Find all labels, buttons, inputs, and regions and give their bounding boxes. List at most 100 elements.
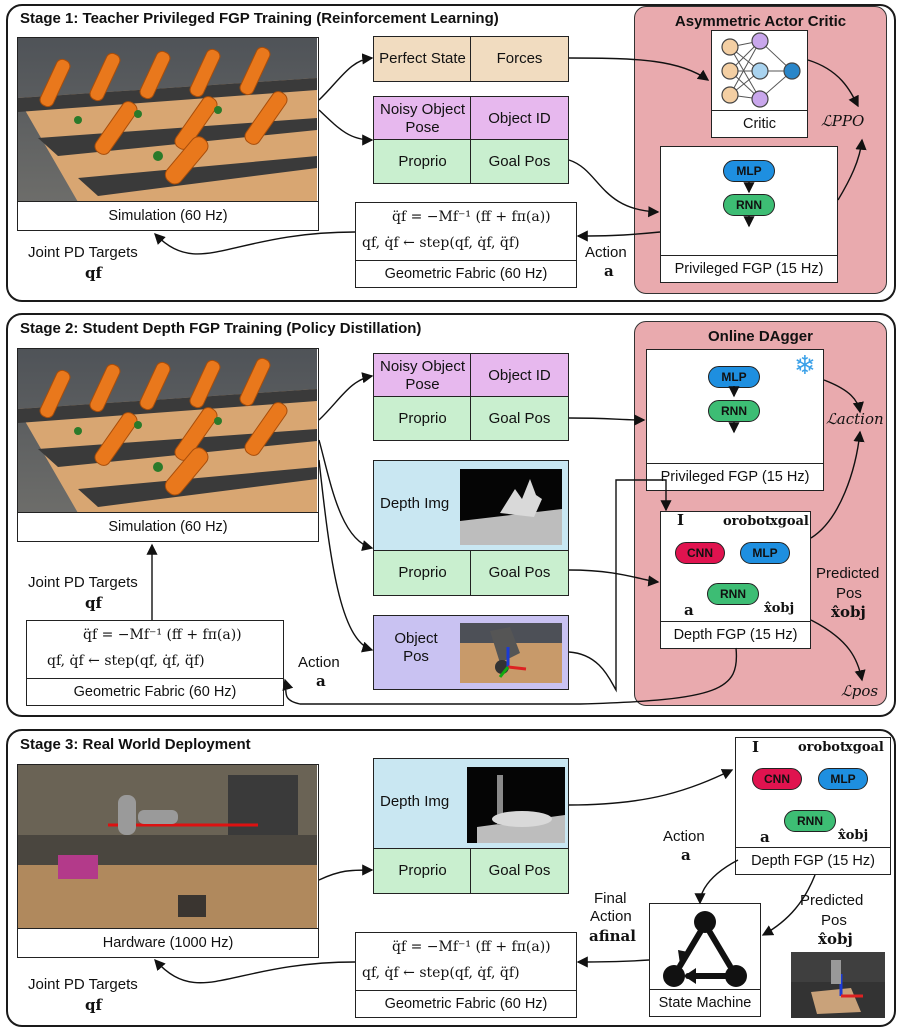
fabric-equation-2: qf, q̇f ← step(qf, q̇f, q̈f) [362, 965, 520, 981]
pos-loss: ℒpos [841, 682, 878, 700]
predicted-pos-thumbnail [791, 952, 885, 1018]
predicted-symbol: x̂obj [831, 603, 866, 621]
privileged-fgp-caption: Privileged FGP (15 Hz) [661, 255, 837, 282]
state-machine-caption: State Machine [650, 989, 760, 1016]
object-id-cell: Object ID [470, 96, 569, 141]
fabric-equation-1: q̈f = −Mf⁻¹ (ff + fπ(a)) [83, 627, 242, 643]
final-action-label: Action [590, 908, 632, 925]
joint-pd-label: Joint PD Targets [28, 976, 138, 993]
geometric-fabric-box: q̈f = −Mf⁻¹ (ff + fπ(a)) qf, q̇f ← step(… [26, 620, 284, 706]
proprio-cell: Proprio [373, 396, 472, 441]
mlp-node: MLP [818, 768, 868, 790]
hardware-caption: Hardware (1000 Hz) [18, 928, 318, 957]
predicted-symbol: x̂obj [818, 930, 853, 948]
pos-label: Pos [836, 585, 862, 602]
pos-label: Pos [821, 912, 847, 929]
action-loss: ℒaction [826, 410, 884, 428]
simulation-render [18, 349, 317, 513]
goal-pos-cell-2: Goal Pos [470, 550, 569, 596]
neural-network-icon [721, 32, 801, 108]
goal-symbol: xgoal [845, 740, 884, 755]
joint-pd-label: Joint PD Targets [28, 574, 138, 591]
object-pos-thumbnail [460, 623, 562, 683]
goal-pos-cell: Goal Pos [470, 139, 569, 184]
simulation-caption: Simulation (60 Hz) [18, 201, 318, 230]
object-id-cell: Object ID [470, 353, 569, 398]
cnn-node: CNN [752, 768, 802, 790]
joint-pd-symbol: qf [85, 996, 102, 1014]
geometric-fabric-box: q̈f = −Mf⁻¹ (ff + fπ(a)) qf, q̇f ← step(… [355, 202, 577, 288]
depth-fgp-box: Depth FGP (15 Hz) [660, 511, 811, 649]
predicted-label: Predicted [800, 892, 864, 909]
object-pos-box: Object Pos [373, 615, 569, 690]
stage-1-simulation-panel: Simulation (60 Hz) [17, 37, 319, 231]
object-pos-text: Object Pos [394, 630, 438, 665]
privileged-fgp-caption: Privileged FGP (15 Hz) [647, 463, 823, 490]
image-input-symbol: I [752, 738, 760, 756]
joint-pd-label: Joint PD Targets [28, 244, 138, 261]
action-output-symbol: a [760, 828, 770, 846]
ppo-loss: ℒPPO [821, 112, 864, 130]
action-symbol: a [681, 846, 691, 864]
stage-3-title: Stage 3: Real World Deployment [20, 736, 251, 753]
final-action-symbol: afinal [589, 927, 636, 945]
fabric-equation-1: q̈f = −Mf⁻¹ (ff + fπ(a)) [392, 939, 551, 955]
joint-pd-symbol: qf [85, 264, 102, 282]
depth-image-thumbnail [467, 767, 565, 843]
action-loss-text: ℒaction [826, 410, 884, 428]
fabric-equation-2: qf, q̇f ← step(qf, q̇f, q̈f) [47, 653, 205, 669]
critic-caption: Critic [712, 110, 807, 137]
depth-image-box: Depth Img [373, 460, 569, 552]
action-label: Action [663, 828, 705, 845]
action-symbol: a [604, 262, 614, 280]
fabric-caption: Geometric Fabric (60 Hz) [356, 990, 576, 1017]
depth-image-box: Depth Img [373, 758, 569, 850]
geometric-fabric-box: q̈f = −Mf⁻¹ (ff + fπ(a)) qf, q̇f ← step(… [355, 932, 577, 1018]
goal-pos-cell: Goal Pos [470, 396, 569, 441]
critic-box: Critic [711, 30, 808, 138]
fabric-equation-2: qf, q̇f ← step(qf, q̇f, q̈f) [362, 235, 520, 251]
rnn-node: RNN [723, 194, 775, 216]
noisy-object-pose-cell: Noisy Object Pose [373, 353, 472, 398]
rnn-node: RNN [784, 810, 836, 832]
panel-title: Online DAgger [707, 328, 813, 345]
pos-loss-text: ℒpos [841, 682, 879, 700]
action-label: Action [298, 654, 340, 671]
depth-fgp-box: Depth FGP (15 Hz) [735, 737, 891, 875]
depth-image-label: Depth Img [380, 793, 450, 810]
simulation-render [18, 38, 317, 202]
image-input-symbol: I [677, 511, 685, 529]
mlp-node: MLP [723, 160, 775, 182]
final-label: Final [594, 890, 627, 907]
cnn-node: CNN [675, 542, 725, 564]
proprio-cell: Proprio [373, 139, 472, 184]
goal-pos-cell: Goal Pos [470, 848, 569, 894]
stage-2-simulation-panel: Simulation (60 Hz) [17, 348, 319, 542]
perfect-state-cell: Perfect State [373, 36, 472, 82]
joint-pd-symbol: qf [85, 594, 102, 612]
proprio-cell-2: Proprio [373, 550, 472, 596]
simulation-caption: Simulation (60 Hz) [18, 512, 318, 541]
goal-symbol: xgoal [770, 514, 809, 529]
hardware-panel: Hardware (1000 Hz) [17, 764, 319, 958]
fabric-caption: Geometric Fabric (60 Hz) [27, 678, 283, 705]
action-output-symbol: a [684, 601, 694, 619]
fabric-equation-1: q̈f = −Mf⁻¹ (ff + fπ(a)) [392, 209, 551, 225]
mlp-node: MLP [740, 542, 790, 564]
rnn-node: RNN [707, 583, 759, 605]
object-estimate-symbol: x̂obj [764, 601, 795, 616]
robot-obs-symbol: orobot [798, 740, 846, 755]
action-label: Action [585, 244, 627, 261]
stage-2-title: Stage 2: Student Depth FGP Training (Pol… [20, 320, 422, 337]
depth-image-label: Depth Img [380, 495, 450, 512]
depth-fgp-caption: Depth FGP (15 Hz) [661, 621, 810, 648]
fabric-caption: Geometric Fabric (60 Hz) [356, 260, 576, 287]
object-estimate-symbol: x̂obj [838, 828, 869, 843]
proprio-cell: Proprio [373, 848, 472, 894]
depth-fgp-caption: Depth FGP (15 Hz) [736, 847, 890, 874]
action-symbol: a [316, 672, 326, 690]
forces-cell: Forces [470, 36, 569, 82]
noisy-object-pose-cell: Noisy Object Pose [373, 96, 472, 141]
predicted-label: Predicted [816, 565, 880, 582]
mlp-node: MLP [708, 366, 760, 388]
